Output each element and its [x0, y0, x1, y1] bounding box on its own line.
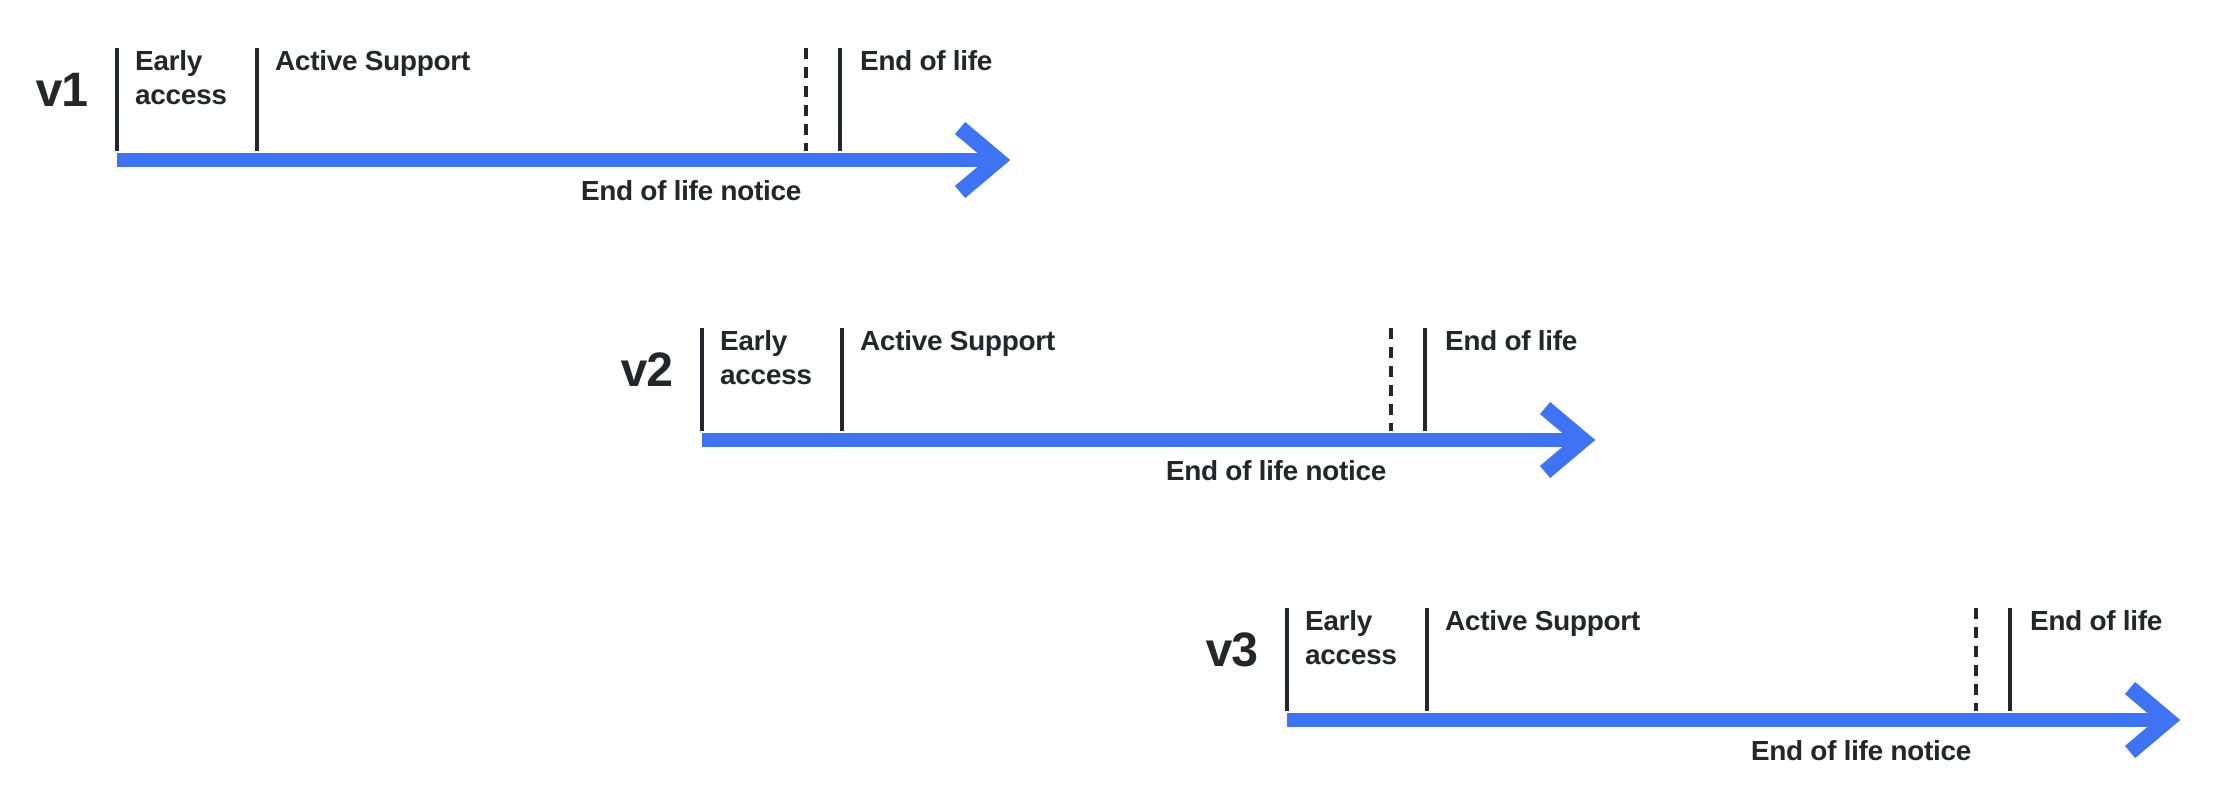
early-access-start-tick [700, 328, 704, 431]
end-of-life-label: End of life [1445, 325, 1578, 356]
early-access-label: Early access [1305, 605, 1397, 670]
arrow-shaft [1287, 713, 2171, 727]
eol-notice-dashed-line [1389, 328, 1393, 431]
version-label: v1 [35, 64, 88, 117]
arrow-shaft [117, 153, 1001, 167]
eol-notice-dashed-line [804, 48, 808, 151]
end-of-life-notice-label: End of life notice [580, 175, 801, 206]
active-support-label: Active Support [860, 325, 1055, 356]
timeline-arrow [1287, 681, 2181, 759]
arrow-head-icon [1539, 401, 1596, 479]
active-support-label: Active Support [275, 45, 470, 76]
arrow-head-icon [2124, 681, 2181, 759]
timeline-arrow [117, 121, 1011, 199]
timeline-arrow [702, 401, 1596, 479]
version-label: v2 [620, 344, 673, 397]
active-support-start-tick [840, 328, 844, 431]
active-support-start-tick [1425, 608, 1429, 711]
early-access-start-tick [1285, 608, 1289, 711]
early-access-start-tick [115, 48, 119, 151]
end-of-life-tick [1423, 328, 1427, 431]
end-of-life-label: End of life [860, 45, 993, 76]
arrow-shaft [702, 433, 1586, 447]
end-of-life-notice-label: End of life notice [1750, 735, 1971, 766]
early-access-label: Early access [135, 45, 227, 110]
end-of-life-tick [838, 48, 842, 151]
eol-notice-dashed-line [1974, 608, 1978, 711]
version-label: v3 [1205, 624, 1258, 677]
early-access-label: Early access [720, 325, 812, 390]
end-of-life-tick [2008, 608, 2012, 711]
end-of-life-label: End of life [2030, 605, 2163, 636]
arrow-head-icon [954, 121, 1011, 199]
end-of-life-notice-label: End of life notice [1165, 455, 1386, 486]
active-support-label: Active Support [1445, 605, 1640, 636]
active-support-start-tick [255, 48, 259, 151]
